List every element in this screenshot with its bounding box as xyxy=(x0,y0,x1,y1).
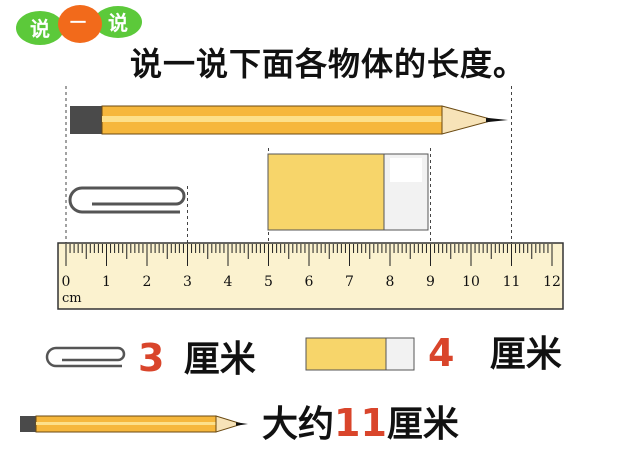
badge-right-char: 说 xyxy=(108,11,128,35)
ruler-tick-label: 12 xyxy=(543,274,561,290)
ruler-body xyxy=(57,242,564,310)
small-eraser-sleeve xyxy=(385,337,415,371)
small-paper-clip xyxy=(45,346,126,368)
ruler-tick-label: 2 xyxy=(143,274,152,290)
ruler-tick-label: 3 xyxy=(183,274,192,290)
badge-middle-char: 一 xyxy=(70,13,86,32)
eraser-sleeve-shine xyxy=(390,158,422,182)
eraser-illustration xyxy=(267,153,429,231)
ruler-tick-label: 4 xyxy=(224,274,233,290)
ruler-tick-label: 8 xyxy=(386,274,395,290)
small-pencil-cap xyxy=(20,416,38,432)
ruler-tick-label: 1 xyxy=(102,274,111,290)
pencil-illustration xyxy=(70,105,508,135)
badge-left-blob xyxy=(16,11,64,45)
pencil-length-number: 11 xyxy=(334,401,387,445)
pencil-length-prefix: 大约 xyxy=(262,404,335,445)
badge-right-blob xyxy=(94,6,142,38)
small-pencil-stripe xyxy=(36,422,216,425)
small-paper-clip-wire xyxy=(45,346,126,368)
ruler-tick-label: 6 xyxy=(305,274,314,290)
ruler-tick-label: 0 xyxy=(62,274,71,290)
small-pencil xyxy=(20,415,248,433)
ruler-tick-label: 7 xyxy=(345,274,354,290)
ruler-tick-label: 5 xyxy=(264,274,273,290)
clip-length-unit: 厘米 xyxy=(183,339,256,380)
paper-clip-illustration xyxy=(68,186,186,214)
ruler-tick-label: 11 xyxy=(503,274,521,290)
clip-length-number: 3 xyxy=(138,336,165,380)
ruler-tick-label: 10 xyxy=(462,274,480,290)
small-eraser xyxy=(305,337,415,371)
speech-badge: 说 一 说 xyxy=(16,5,142,45)
small-eraser-body xyxy=(305,337,387,371)
badge-center-circle xyxy=(58,5,102,43)
pencil-wood-tip xyxy=(441,105,496,135)
page-title: 说一说下面各物体的长度。 xyxy=(130,45,527,83)
ruler-unit-label: cm xyxy=(62,291,82,306)
eraser-length-unit: 厘米 xyxy=(489,334,562,375)
eraser-answer: 4 厘米 xyxy=(428,334,562,373)
small-pencil-lead xyxy=(236,422,248,426)
eraser-body xyxy=(267,153,385,231)
ruler-ticks xyxy=(65,244,553,266)
ruler-tick-label: 9 xyxy=(426,274,435,290)
paper-clip-wire xyxy=(68,186,186,214)
eraser-length-number: 4 xyxy=(428,331,455,375)
pencil-answer: 大约11厘米 xyxy=(262,404,459,443)
pencil-highlight-stripe xyxy=(102,116,442,122)
pencil-end-cap xyxy=(70,106,106,134)
pencil-length-unit: 厘米 xyxy=(386,404,459,445)
pencil-lead xyxy=(486,117,508,123)
clip-answer: 3 厘米 xyxy=(138,339,256,378)
badge-left-char: 说 xyxy=(30,17,50,41)
small-pencil-tip xyxy=(215,415,244,433)
